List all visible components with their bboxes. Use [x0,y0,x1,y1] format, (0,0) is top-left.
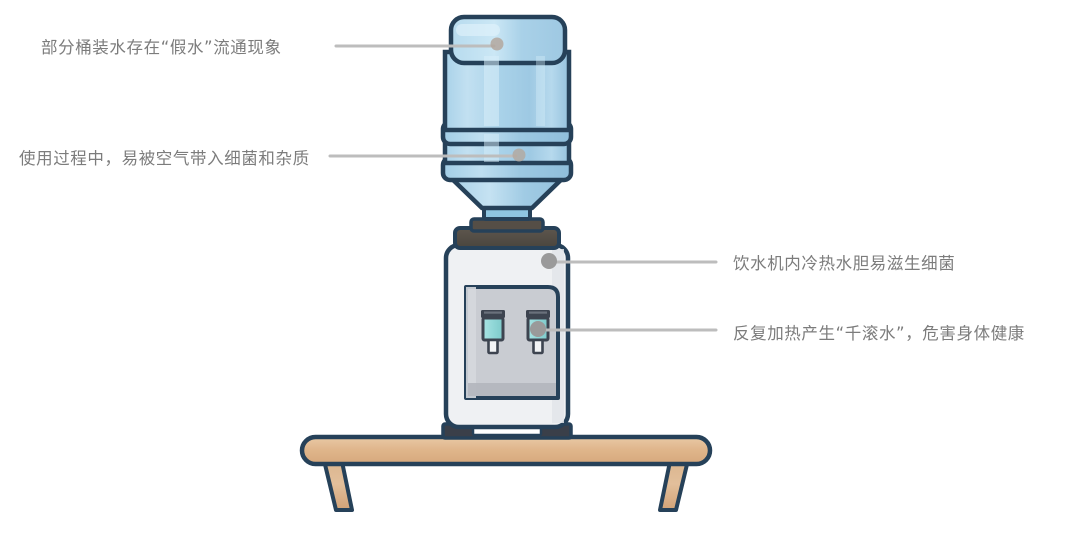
target-dot-dispenser-body [541,253,557,269]
bottle-cap-gloss [456,24,500,36]
panel-left-highlight [466,287,476,398]
tap-right-top-groove [529,311,547,314]
bottle-cap [448,14,568,66]
target-dot-right-tap [530,321,546,337]
target-dot-bottle-body [512,148,526,162]
annotation-leaders [328,37,718,337]
table-top [299,434,713,467]
bottle-highlight-a [484,56,499,126]
table [299,434,713,512]
dispenser-panel [464,285,560,400]
tap-left[interactable] [481,310,505,355]
panel-floor-shadow [468,383,556,396]
bottle-highlight-b [536,56,545,126]
tap-left-window [481,316,505,342]
water-bottle [440,14,574,221]
tap-right-spout [532,338,544,355]
bottle-highlight-c [484,134,499,162]
annotation-label-repeated-boiling: 反复加热产生“千滚水”，危害身体健康 [733,324,1025,343]
tap-left-spout [487,338,499,355]
tap-left-top-groove [484,311,502,314]
target-dot-bottle-cap [490,37,504,51]
dispenser-body [443,242,571,430]
annotation-label-fake-water: 部分桶装水存在“假水”流通现象 [41,38,282,57]
annotation-label-bacteria-in-air: 使用过程中，易被空气带入细菌和杂质 [19,149,310,168]
annotation-label-tank-germs: 饮水机内冷热水胆易滋生细菌 [733,254,956,273]
dispenser-collar [453,217,561,250]
